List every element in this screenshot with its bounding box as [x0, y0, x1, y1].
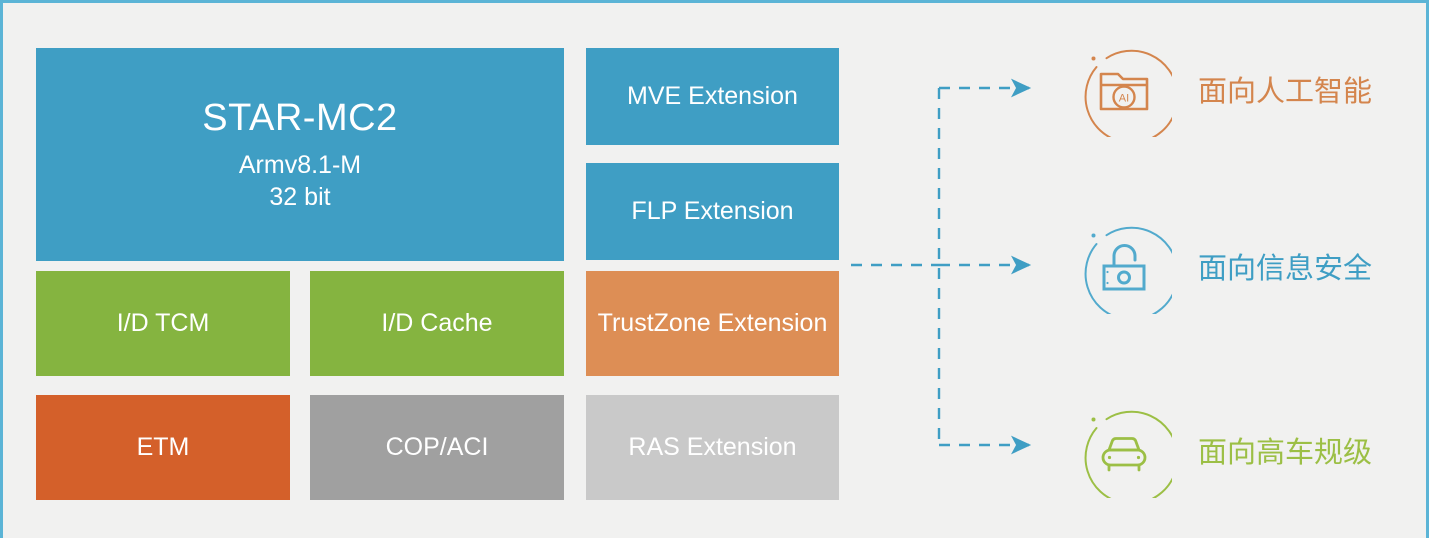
car-icon — [1076, 402, 1179, 505]
core-architecture: Armv8.1-M — [238, 150, 362, 179]
core-bits: 32 bit — [269, 183, 331, 212]
target-label-security: 面向信息安全 — [1198, 251, 1373, 285]
block-trustzone-extension[interactable]: TrustZone Extension — [586, 271, 839, 376]
target-row-automotive[interactable]: 面向高车规级 — [1076, 402, 1373, 505]
block-ras-extension[interactable]: RAS Extension — [586, 395, 839, 500]
block-flp-extension[interactable]: FLP Extension — [586, 163, 839, 260]
ai-folder-icon: AI — [1076, 41, 1179, 144]
block-label: COP/ACI — [385, 432, 489, 461]
svg-text:AI: AI — [1119, 93, 1129, 105]
block-mve-extension[interactable]: MVE Extension — [586, 48, 839, 145]
block-label: MVE Extension — [627, 81, 798, 110]
block-id-tcm[interactable]: I/D TCM — [36, 271, 290, 376]
core-title: STAR-MC2 — [202, 97, 398, 140]
target-label-automotive: 面向高车规级 — [1198, 435, 1373, 469]
block-id-cache[interactable]: I/D Cache — [310, 271, 564, 376]
target-label-ai: 面向人工智能 — [1198, 74, 1373, 108]
block-etm[interactable]: ETM — [36, 395, 290, 500]
block-label: I/D Cache — [381, 308, 493, 337]
block-label: ETM — [136, 432, 190, 461]
block-label: RAS Extension — [628, 432, 797, 461]
core-block-star-mc2[interactable]: STAR-MC2 Armv8.1-M 32 bit — [36, 48, 564, 261]
block-label: TrustZone Extension — [597, 308, 828, 337]
block-label: FLP Extension — [631, 196, 794, 225]
block-cop-aci[interactable]: COP/ACI — [310, 395, 564, 500]
unlocked-padlock-icon — [1076, 218, 1179, 321]
block-label: I/D TCM — [116, 308, 210, 337]
target-row-security[interactable]: 面向信息安全 — [1076, 218, 1373, 321]
target-row-ai[interactable]: AI 面向人工智能 — [1076, 41, 1373, 144]
